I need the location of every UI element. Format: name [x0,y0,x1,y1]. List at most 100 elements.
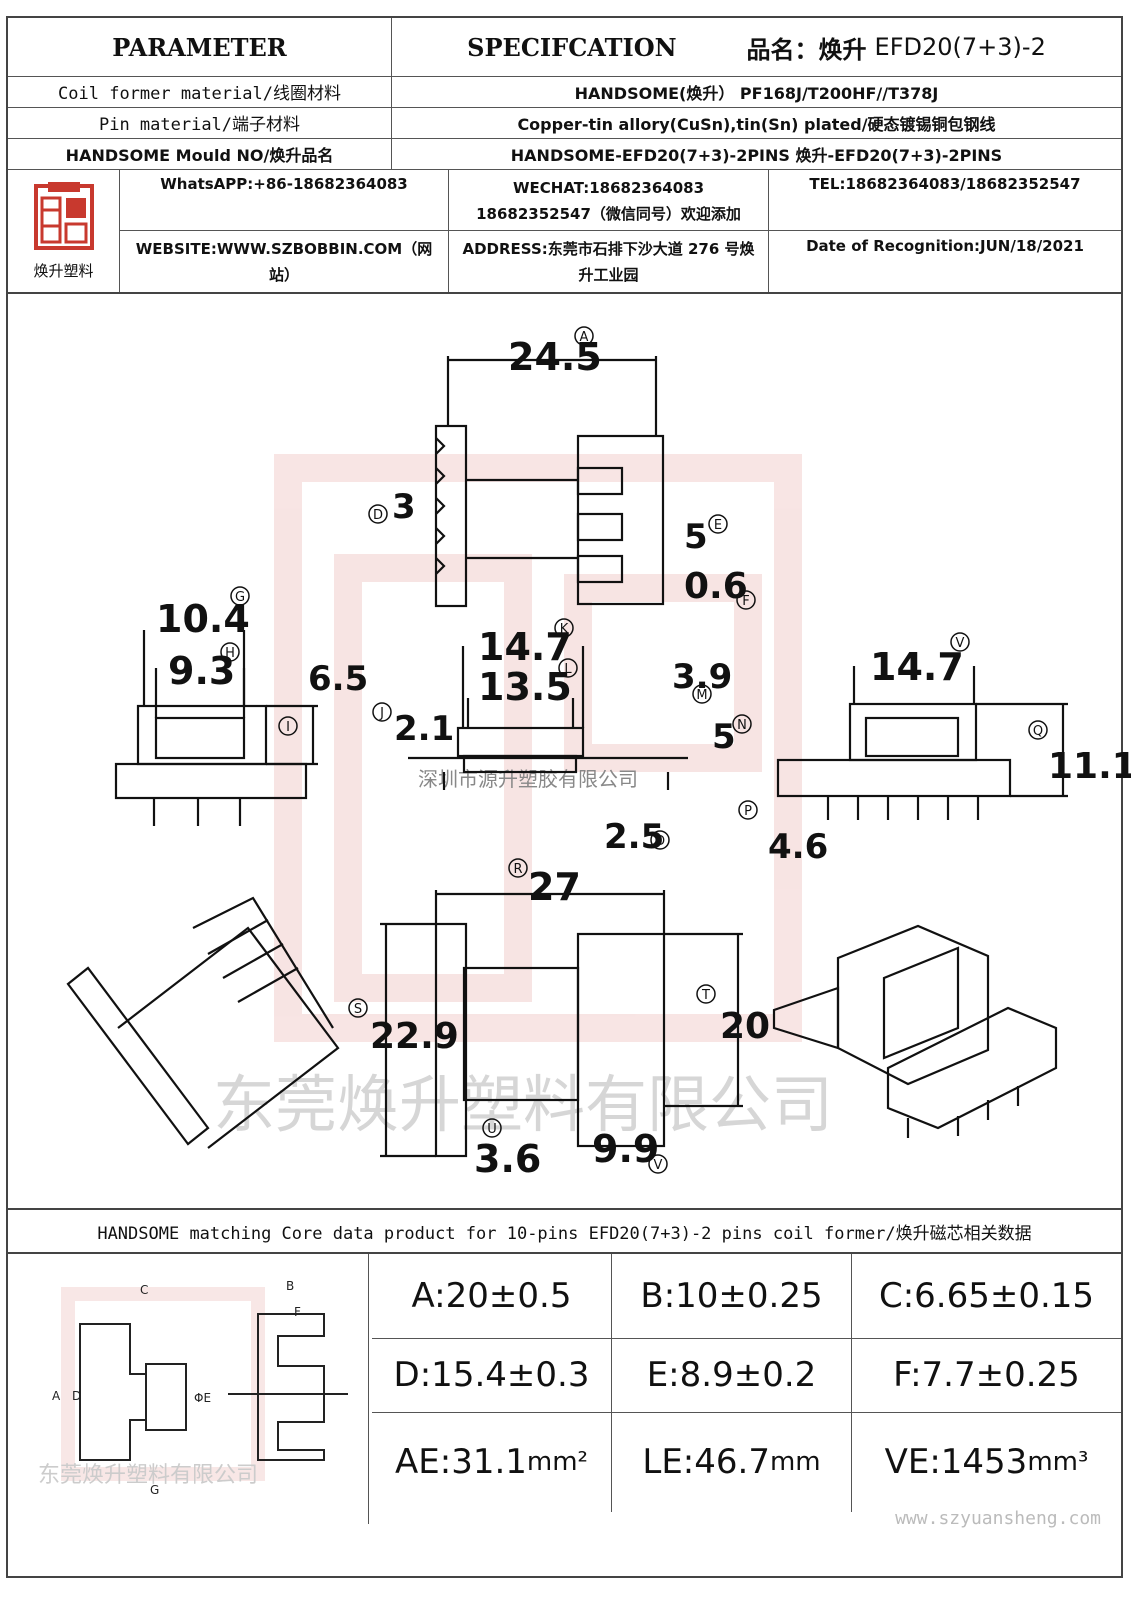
dim-q: 11.1 [1048,746,1131,787]
marker-n: N [732,714,752,734]
core-title: HANDSOME matching Core data product for … [97,1223,1032,1244]
svg-text:A: A [580,330,589,345]
core-value: B:10±0.25 [612,1254,852,1338]
core-row-2: D:15.4±0.3 E:8.9±0.2 F:7.7±0.25 [372,1338,1121,1413]
core-value: C:6.65±0.15 [878,1276,1095,1316]
core-label-d: D [72,1389,81,1403]
left-side-view [114,630,318,826]
marker-f: F [736,590,756,610]
svg-text:T: T [701,988,710,1003]
dim-n: 5 [712,717,736,757]
dim-t: 20 [720,1006,770,1047]
core-label-b: B [286,1279,294,1293]
svg-text:O: O [655,834,665,849]
marker-s: S [348,998,368,1018]
dim-i: 6.5 [308,659,368,699]
specification-header-cell: SPECIFCATION 品名： 焕升 EFD20(7+3)-2 [392,18,1121,76]
right-side-view [776,666,1068,820]
spec-row-pin: Pin material/端子材料 Copper-tin allory(CuSn… [8,107,1121,139]
svg-text:H: H [225,646,235,661]
svg-text:L: L [564,662,572,677]
dim-k: 14.7 [478,625,572,669]
iso-view-left [66,896,340,1149]
marker-d: D [368,504,388,524]
marker-u: U [482,1118,502,1138]
marker-r: R [508,858,528,878]
iso-view-right [772,924,1058,1138]
core-label-g: G [150,1483,159,1497]
core-le: LE:46.7 [642,1442,770,1482]
bottom-view [380,890,743,1158]
wechat-line2: 18682352547（微信同号）欢迎添加 [476,205,741,223]
svg-text:F: F [742,594,749,609]
svg-text:M: M [696,688,707,703]
dim-v1: 14.7 [870,645,964,689]
core-ve-unit: mm³ [1027,1447,1089,1477]
svg-text:V: V [956,636,965,651]
dim-j: 2.1 [394,709,454,749]
whatsapp-cell: WhatsAPP:+86-18682364083 [120,169,449,231]
specification-header: SPECIFCATION [467,32,677,62]
core-ae-unit: mm² [526,1447,588,1477]
handsome-logo [33,182,94,250]
marker-v-top: V [950,632,970,652]
spec-value: HANDSOME(焕升） PF168J/T200HF//T378J [574,83,939,103]
spec-value: Copper-tin allory(CuSn),tin(Sn) plated/硬… [517,114,996,134]
spec-value: HANDSOME-EFD20(7+3)-2PINS 焕升-EFD20(7+3)-… [510,145,1003,165]
core-title-row: HANDSOME matching Core data product for … [8,1208,1121,1254]
core-label-c: C [140,1283,148,1297]
core-label-a: A [52,1389,61,1403]
technical-drawing: 东莞焕升塑料有限公司 深圳市源升塑胶有限公司 [66,326,1131,1181]
svg-text:R: R [513,862,522,877]
dim-s: 22.9 [370,1016,459,1057]
header-row: PARAMETER SPECIFCATION 品名： 焕升 EFD20(7+3)… [8,18,1121,77]
marker-k: K [554,618,574,638]
svg-text:P: P [744,804,752,819]
marker-o: O [650,830,670,850]
dim-e: 5 [684,517,708,557]
core-value: F:7.7±0.25 [893,1355,1080,1395]
core-le-unit: mm [769,1447,821,1477]
core-diagram: C B F A D ΦE G 东莞焕升塑料有限公司 [38,1279,348,1497]
marker-m: M [692,684,712,704]
core-diagram-cell: C B F A D ΦE G 东莞焕升塑料有限公司 [8,1254,369,1524]
marker-i: I [278,716,298,736]
svg-text:D: D [373,508,383,523]
marker-q: Q [1028,720,1048,740]
svg-text:E: E [714,518,722,533]
svg-text:U: U [487,1122,497,1137]
logo-caption: 焕升塑料 [33,262,94,280]
core-ve: VE:1453 [884,1442,1028,1482]
dim-o: 2.5 [604,817,664,857]
product-name-label: 品名： [746,35,819,64]
core-label-f: F [294,1305,301,1319]
company-block: 焕升塑料 WhatsAPP:+86-18682364083 WECHAT:186… [8,169,1121,294]
watermark-small-text: 深圳市源升塑胶有限公司 [418,767,638,791]
core-label-e: ΦE [194,1391,211,1405]
dim-g: 10.4 [156,597,250,641]
marker-j: J [372,702,392,722]
core-data-table: C B F A D ΦE G 东莞焕升塑料有限公司 A:20±0.5 B:10±… [8,1254,1121,1561]
dim-u: 3.6 [474,1137,541,1181]
tel-cell: TEL:18682364083/18682352547 [769,169,1121,231]
svg-text:N: N [737,718,747,733]
core-row-1: A:20±0.5 B:10±0.25 C:6.65±0.15 [372,1254,1121,1339]
site-watermark: www.szyuansheng.com [895,1508,1101,1529]
svg-text:S: S [354,1002,362,1017]
dim-f: 0.6 [684,566,748,607]
spec-row-mould: HANDSOME Mould NO/焕升品名 HANDSOME-EFD20(7+… [8,138,1121,170]
top-view [434,356,665,608]
spec-label: Coil former material/线圈材料 [8,76,392,107]
dim-r: 27 [528,865,581,909]
svg-text:Q: Q [1033,724,1043,739]
core-ae: AE:31.1 [395,1442,527,1482]
logo-cell: 焕升塑料 [8,169,120,292]
dim-l: 13.5 [478,665,572,709]
svg-text:V: V [654,1158,663,1173]
wechat-line1: WECHAT:18682364083 [512,179,704,197]
core-value: D:15.4±0.3 [372,1338,612,1412]
